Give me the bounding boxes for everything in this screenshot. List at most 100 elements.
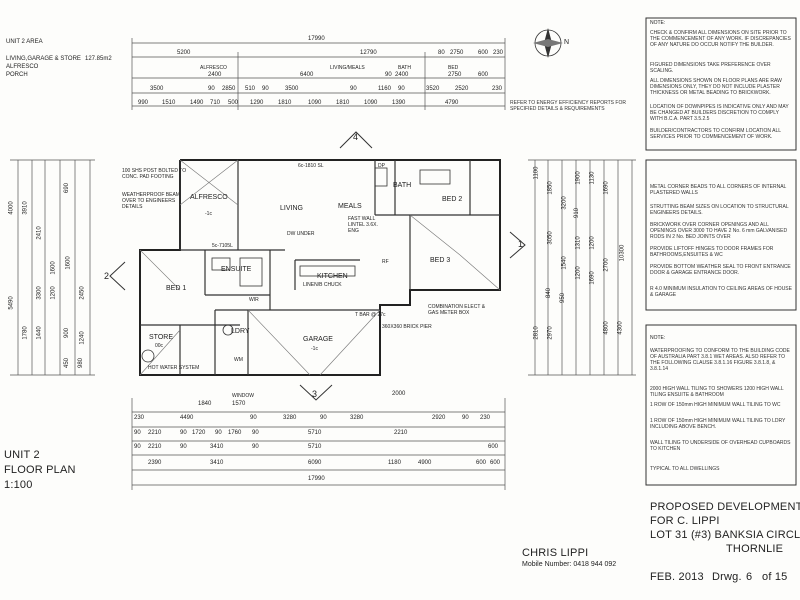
dim-right-7: 3050: [547, 231, 554, 245]
dim-r5-10: 1390: [392, 100, 406, 106]
notes-top-item-4: BUILDER/CONTRACTORS TO CONFIRM LOCATION …: [650, 128, 781, 140]
room-store-sub: 00c: [155, 343, 164, 349]
dim-left-13: 1240: [79, 331, 86, 345]
dim-b2-9: 2000: [392, 391, 406, 397]
dim-right-1: 1850: [547, 181, 554, 195]
dim-b3-1: 2210: [148, 430, 162, 436]
dim-b2-6: 2920: [432, 415, 446, 421]
dim-b5-0: 2390: [148, 460, 162, 466]
dim-b5-6: 600: [490, 460, 501, 466]
roof-hip-lines: [139, 159, 501, 376]
section-marker-3: 3: [312, 389, 318, 399]
drawing-number: 6: [746, 571, 753, 583]
dim-left-3: 1780: [22, 326, 29, 340]
dim-right-20: 2810: [533, 326, 540, 340]
left-dimension-lines: [10, 159, 95, 376]
room-store: STORE: [149, 334, 173, 341]
note-sb-lintel: 5c-7105L: [212, 243, 233, 249]
dim-b4-4: 90: [252, 444, 259, 450]
dim-right-14: 2970: [547, 326, 554, 340]
room-meals: MEALS: [338, 203, 362, 210]
dim-r4-1: 90: [208, 86, 215, 92]
dim-top-2400b: 2400: [395, 72, 409, 78]
dim-b1-1: 1570: [232, 401, 246, 407]
dim-r5-6: 1810: [278, 100, 292, 106]
dim-r4-3: 510: [245, 86, 256, 92]
dim-top-2750: 2750: [450, 50, 464, 56]
dim-top-600: 600: [478, 50, 489, 56]
dim-b5-2: 6090: [308, 460, 322, 466]
dim-b2-3: 3280: [283, 415, 297, 421]
notes-mid-item-2: BRICKWORK OVER CORNER OPENINGS AND ALL O…: [650, 222, 788, 240]
section-marker-2: 2: [104, 271, 110, 281]
dim-b2-4: 90: [320, 415, 327, 421]
area-living-value: 127.85m2: [85, 56, 112, 62]
dim-left-9: 900: [64, 327, 71, 339]
plan-scale: 1:100: [4, 479, 33, 491]
dim-right-6: 910: [574, 207, 581, 219]
dim-r4-5: 3500: [285, 86, 299, 92]
room-bed1: BED 1: [166, 285, 187, 292]
dim-b4-0: 90: [134, 444, 141, 450]
dim-left-14: 980: [78, 357, 85, 369]
dim-r4-9: 3520: [426, 86, 440, 92]
dim-r4-2: 2850: [222, 86, 236, 92]
room-wir: WIR: [249, 297, 259, 303]
note-combination: COMBINATION ELECT & GAS METER BOX: [428, 304, 486, 316]
drawing-label: Drwg.: [712, 571, 742, 583]
dim-r5-4: 500: [228, 100, 239, 106]
dim-top-2400a: 2400: [208, 72, 222, 78]
dim-left-12: 2450: [79, 286, 86, 300]
label-rf: RF: [382, 259, 389, 265]
notes-mid-item-5: R 4.0 MINIMUM INSULATION TO CEILING AREA…: [650, 286, 792, 298]
dim-right-18: 840: [546, 287, 553, 299]
dim-label-alfresco: ALFRESCO: [200, 65, 227, 71]
dim-label-bath: BATH: [398, 65, 411, 71]
notes-mid-item-4: PROVIDE BOTTOM WEATHER SEAL TO FRONT ENT…: [650, 264, 791, 276]
dim-label-living: LIVING/MEALS: [330, 65, 365, 71]
room-alfresco-sub: -1c: [205, 211, 212, 217]
project-line3: LOT 31 (#3) BANKSIA CIRCLE: [650, 529, 800, 541]
dim-r5-7: 1090: [308, 100, 322, 106]
room-garage-sub: -1c: [311, 346, 318, 352]
notes-top-item-3: LOCATION OF DOWNPIPES IS INDICATIVE ONLY…: [650, 104, 789, 122]
client-mobile: Mobile Number: 0418 944 092: [522, 561, 617, 568]
dim-b1-0: 1840: [198, 401, 212, 407]
top-dimension-lines: [131, 38, 506, 110]
room-alfresco: ALFRESCO: [190, 194, 228, 201]
dim-left-8: 1440: [36, 326, 43, 340]
notes-bottom-item-5: TYPICAL TO ALL DWELLINGS: [650, 466, 720, 472]
dim-b4-5: 5710: [308, 444, 322, 450]
dim-r5-3: 710: [210, 100, 221, 106]
dim-r5-9: 1090: [364, 100, 378, 106]
area-title: UNIT 2 AREA: [6, 39, 43, 45]
note-post: 100 SHS POST BOLTED TO CONC. PAD FOOTING: [122, 168, 187, 180]
dim-b2-0: 230: [134, 415, 145, 421]
dim-left-15: 450: [64, 357, 71, 369]
dim-left-10: 690: [64, 182, 71, 194]
notes-bottom-item-1: 2000 HIGH WALL TILING TO SHOWERS 1200 HI…: [650, 386, 784, 398]
dim-right-8: 1310: [575, 236, 582, 250]
dim-top-12790: 12790: [360, 50, 377, 56]
dim-bottom-overall: 17990: [308, 476, 325, 482]
fixtures: [141, 167, 451, 363]
client-name: CHRIS LIPPI: [522, 547, 589, 559]
note-tbar: T BAR @ 27c: [355, 312, 386, 318]
dim-r5-5: 1290: [250, 100, 264, 106]
dim-b4-6: 600: [488, 444, 499, 450]
dim-b3-4: 90: [215, 430, 222, 436]
area-porch: PORCH: [6, 72, 28, 78]
note-lintel-top: 6c-1810 SL: [298, 163, 324, 169]
dim-left-4: 2410: [36, 226, 43, 240]
dim-b4-1: 2210: [148, 444, 162, 450]
dim-top-80: 80: [438, 50, 445, 56]
dim-r5-1: 1510: [162, 100, 176, 106]
note-energy-refer: REFER TO ENERGY EFFICIENCY REPORTS FOR S…: [510, 100, 626, 112]
dim-left-5: 3300: [36, 286, 43, 300]
dim-b5-4: 4900: [418, 460, 432, 466]
dim-r4-7: 1160: [378, 86, 391, 92]
dim-top-2750b: 2750: [448, 72, 462, 78]
dim-right-17: 1200: [575, 266, 582, 280]
